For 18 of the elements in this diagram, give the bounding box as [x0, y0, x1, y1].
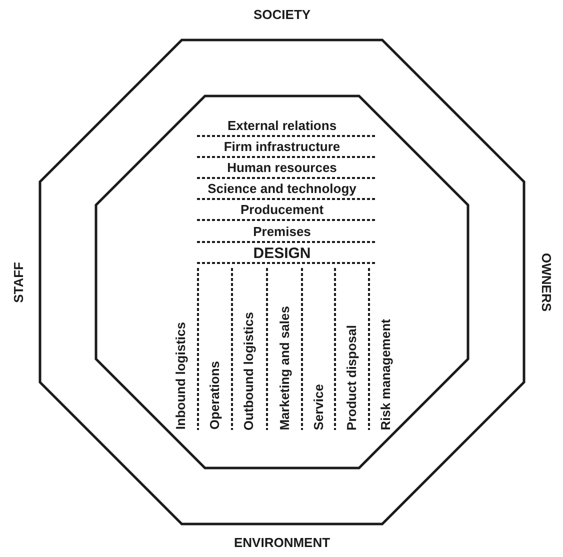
side-label: STAFF — [12, 262, 25, 302]
activity-label: Producement — [240, 203, 324, 216]
activity-label: Operations — [208, 361, 221, 430]
activity-label: Service — [312, 384, 325, 430]
activity-label: Inbound logistics — [174, 322, 187, 430]
activity-label: Premises — [253, 225, 311, 238]
activity-label: Firm infrastructure — [224, 140, 340, 153]
activity-label: Human resources — [227, 161, 337, 174]
activity-label: Product disposal — [345, 325, 358, 430]
activity-label: Marketing and sales — [278, 306, 291, 430]
activity-label: External relations — [227, 119, 337, 132]
side-label: ENVIRONMENT — [234, 536, 330, 549]
activity-label: Risk management — [379, 319, 392, 430]
activity-label: DESIGN — [253, 246, 311, 261]
activity-label: Science and technology — [208, 182, 356, 195]
activity-label: Outbound logistics — [242, 312, 255, 430]
side-label: SOCIETY — [254, 8, 311, 21]
side-label: OWNERS — [540, 252, 553, 311]
